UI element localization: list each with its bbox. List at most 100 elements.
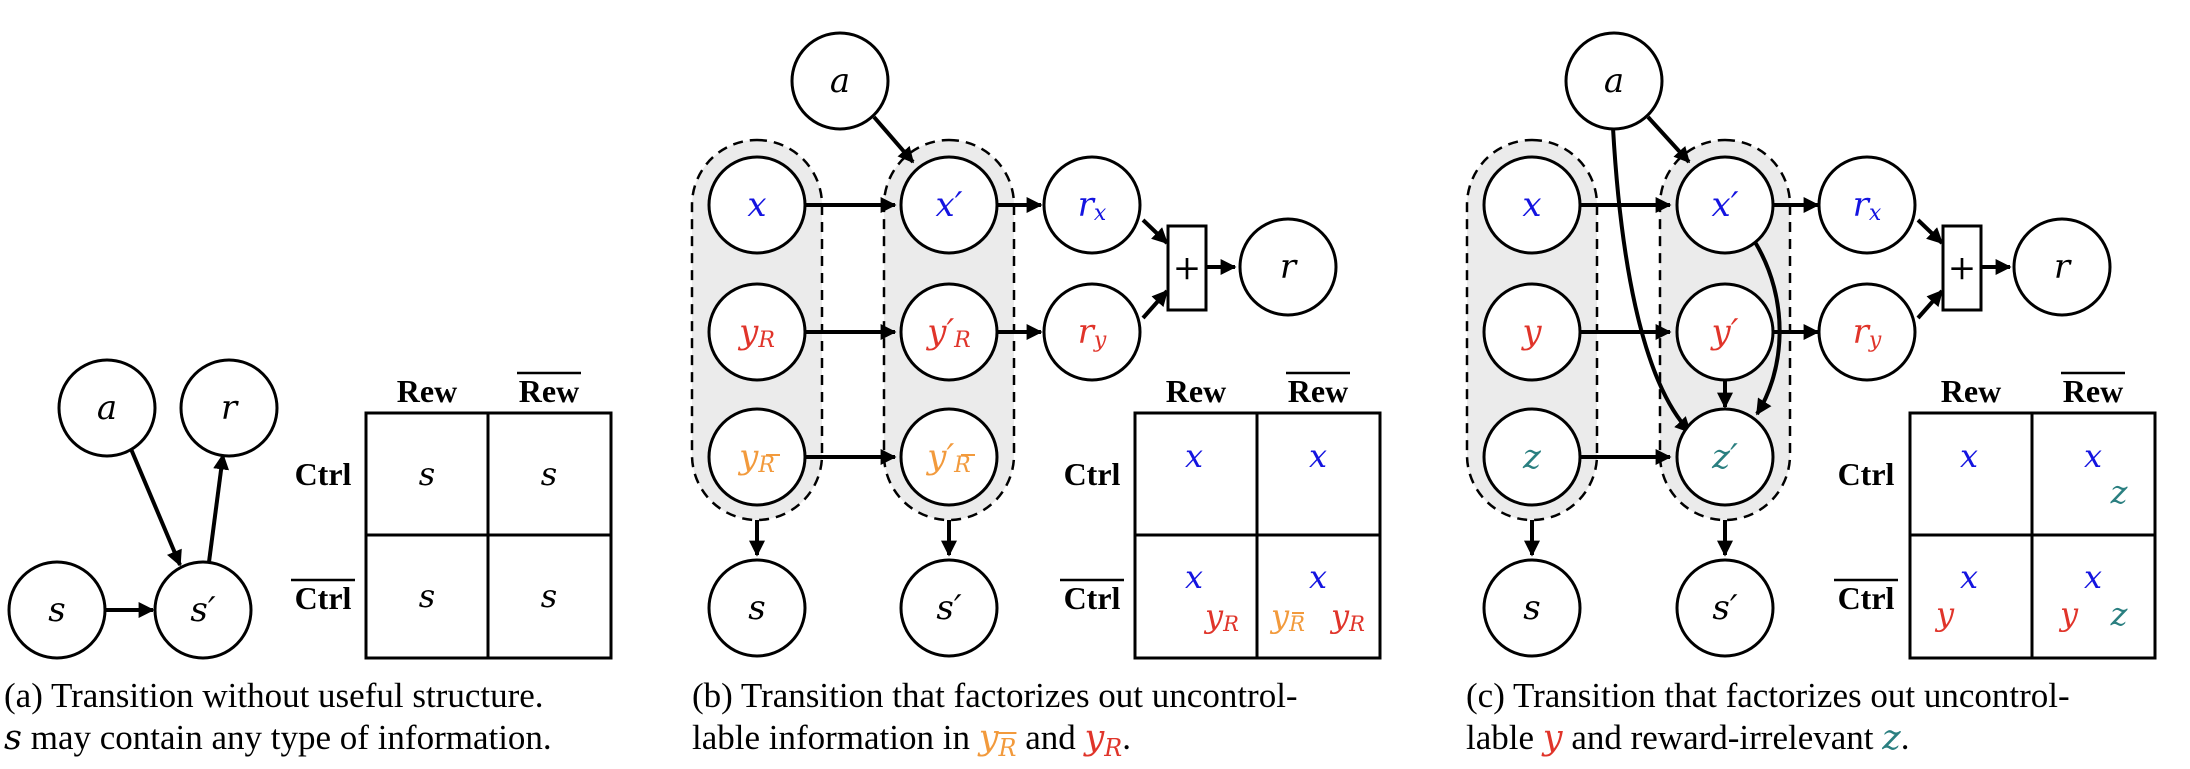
table-row-ctrl-bar: Ctrl: [295, 580, 352, 616]
node-a: a: [57, 358, 157, 458]
cell-ctrl-rewbar-x: x: [2084, 437, 2102, 475]
edge-sprime-to-r: [207, 453, 230, 563]
node-s: s: [7, 560, 107, 660]
cell-ctrlbar-rewbar-yR: yR: [1329, 597, 1365, 636]
svg-text:s: s: [748, 588, 765, 628]
edge-a-to-zprime: [1611, 127, 1692, 434]
svg-text:s′: s′: [1712, 588, 1737, 628]
edge-a-to-xprime: [1646, 115, 1691, 164]
svg-text:s′: s′: [936, 588, 961, 628]
node-r-x: rx: [1817, 155, 1917, 255]
table-row-ctrl: Ctrl: [1838, 456, 1895, 492]
svg-text:+: +: [1948, 248, 1977, 288]
table-b: Rew Rew Ctrl Ctrl x x x yR x yR yR: [1060, 371, 1382, 660]
table-row-ctrl-bar: Ctrl: [1838, 580, 1895, 616]
caption-b: (b) Transition that factorizes out uncon…: [692, 675, 1298, 769]
svg-text:yR: yR: [737, 437, 775, 478]
svg-text:ry: ry: [1853, 312, 1882, 353]
svg-text:x: x: [1522, 185, 1541, 225]
node-y: y: [1482, 282, 1582, 382]
node-y-rbar-prime: y′R: [899, 407, 999, 507]
node-y-r: yR: [707, 282, 807, 382]
cell-ctrl-rewbar-x: x: [1309, 437, 1327, 475]
table-header-rew: Rew: [1166, 373, 1226, 409]
node-r: r: [1238, 217, 1338, 317]
svg-text:s: s: [48, 590, 65, 630]
node-r: r: [179, 358, 279, 458]
edge-a-to-sprime: [129, 448, 182, 567]
svg-text:ry: ry: [1078, 312, 1107, 353]
edge-ry-to-plus: [1141, 289, 1169, 320]
svg-text:y: y: [1520, 312, 1542, 352]
svg-text:+: +: [1173, 248, 1202, 288]
edge-ry-to-plus: [1916, 289, 1944, 320]
caption-b-ybar: yR: [978, 718, 1017, 763]
svg-text:r: r: [221, 388, 239, 428]
edge-a-to-xprime: [872, 115, 915, 164]
svg-text:z′: z′: [1711, 437, 1738, 477]
node-x-prime: x′: [899, 155, 999, 255]
table-row-ctrl: Ctrl: [295, 456, 352, 492]
cell-ctrlbar-rewbar-y: y: [2058, 595, 2079, 633]
svg-text:r: r: [1280, 247, 1298, 287]
caption-b-yR: yR: [1084, 718, 1123, 763]
plus-node: +: [1941, 224, 1983, 312]
svg-text:y′R: y′R: [925, 312, 971, 353]
caption-b-line1: (b) Transition that factorizes out uncon…: [692, 676, 1298, 715]
table-header-rew-bar: Rew: [2063, 373, 2123, 409]
node-y-rbar: yR: [707, 407, 807, 507]
caption-b-line2: lable information in yR and yR.: [692, 718, 1131, 763]
table-header-rew-bar: Rew: [519, 373, 579, 409]
node-x-prime: x′: [1675, 155, 1775, 255]
node-x: x: [1482, 155, 1582, 255]
caption-a-line2: s may contain any type of information.: [4, 718, 552, 758]
cell-ctrl-rew: s: [419, 455, 435, 493]
svg-text:x′: x′: [1712, 185, 1739, 225]
node-s-prime: s′: [1675, 558, 1775, 658]
cell-ctrlbar-rewbar-x: x: [2084, 558, 2102, 596]
svg-text:s′: s′: [190, 590, 215, 630]
node-z: z: [1482, 407, 1582, 507]
svg-text:r: r: [2054, 247, 2072, 287]
node-y-prime: y′: [1675, 282, 1775, 382]
edge-rx-to-plus: [1916, 218, 1944, 245]
cell-ctrl-rew-x: x: [1960, 437, 1978, 475]
node-r: r: [2012, 217, 2112, 317]
panel-c: a x x′ y y′ z z′ rx: [1465, 31, 2157, 660]
cell-ctrlbar-rewbar: s: [541, 577, 557, 615]
cell-ctrlbar-rewbar-ybar: yR: [1269, 597, 1305, 636]
caption-c-line1: (c) Transition that factorizes out uncon…: [1466, 676, 2070, 715]
node-z-prime: z′: [1675, 407, 1775, 507]
table-header-rew-bar: Rew: [1288, 373, 1348, 409]
node-r-x: rx: [1042, 155, 1142, 255]
table-row-ctrl-bar: Ctrl: [1064, 580, 1121, 616]
cell-ctrlbar-rew-y: y: [1934, 595, 1955, 633]
caption-a: (a) Transition without useful structure.…: [4, 675, 552, 759]
caption-a-line1: (a) Transition without useful structure.: [4, 676, 544, 715]
svg-text:a: a: [97, 388, 117, 428]
cell-ctrlbar-rew-yR: yR: [1203, 597, 1239, 636]
svg-text:y′R: y′R: [925, 437, 971, 478]
svg-text:x: x: [747, 185, 766, 225]
cell-ctrlbar-rewbar-z: z: [2110, 595, 2129, 633]
panel-a: a r s s′ Rew Rew Ctrl Ctrl s s s: [7, 358, 613, 660]
svg-text:s: s: [1523, 588, 1540, 628]
node-x: x: [707, 155, 807, 255]
plus-node: +: [1166, 224, 1208, 312]
cell-ctrlbar-rew-x: x: [1185, 558, 1203, 596]
table-header-rew: Rew: [397, 373, 457, 409]
svg-text:rx: rx: [1853, 185, 1882, 226]
cell-ctrlbar-rewbar-x: x: [1309, 558, 1327, 596]
svg-text:z: z: [1522, 437, 1542, 477]
cell-ctrlbar-rew: s: [419, 577, 435, 615]
table-c: Rew Rew Ctrl Ctrl x x z x y x y z: [1834, 371, 2157, 660]
node-s: s: [1482, 558, 1582, 658]
edge-rx-to-plus: [1141, 218, 1169, 245]
node-a: a: [790, 31, 890, 131]
svg-text:x′: x′: [936, 185, 963, 225]
svg-text:a: a: [830, 61, 850, 101]
svg-text:yR: yR: [737, 312, 775, 353]
node-r-y: ry: [1042, 282, 1142, 382]
svg-text:y′: y′: [1710, 312, 1739, 352]
